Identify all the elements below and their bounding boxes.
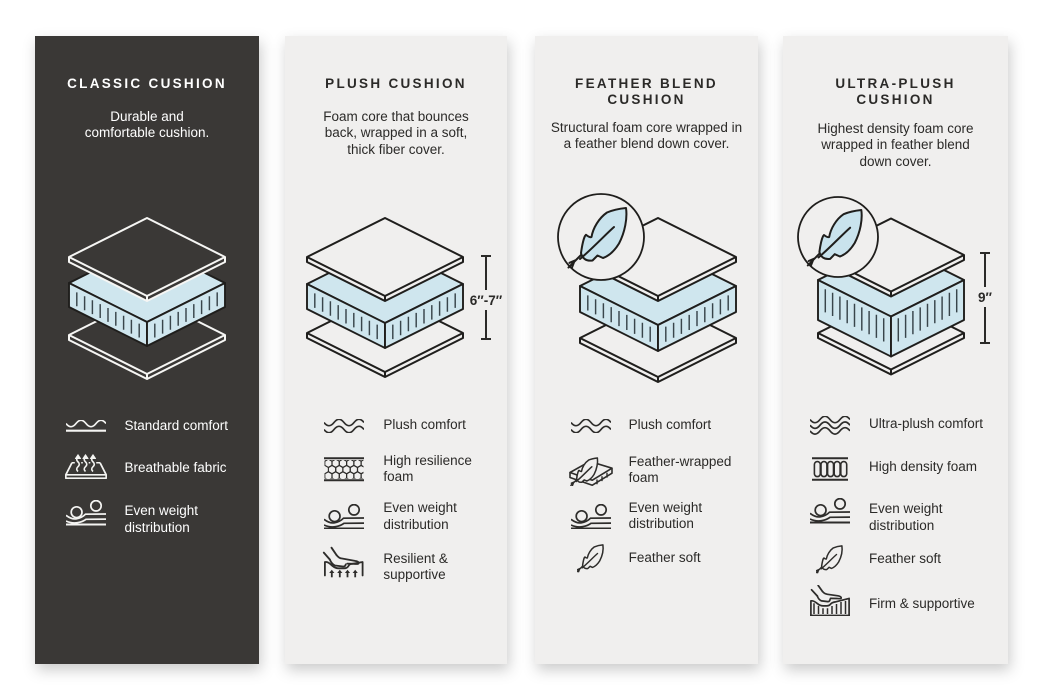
svg-text:9″: 9″ bbox=[978, 290, 993, 305]
svg-text:6″-7″: 6″-7″ bbox=[470, 293, 503, 308]
